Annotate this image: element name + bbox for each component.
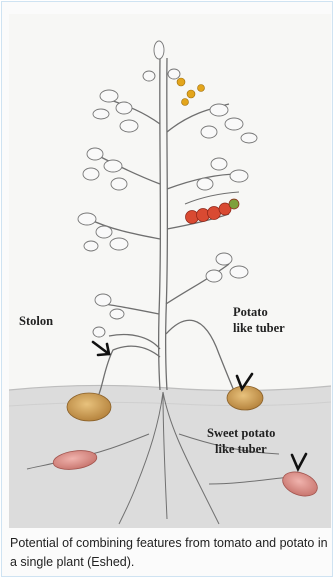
potato-tuber-left [67, 393, 111, 421]
label-stolon: Stolon [19, 314, 53, 328]
label-sweet-potato-line1: Sweet potato [207, 426, 275, 440]
label-sweet-potato-line2: like tuber [215, 442, 267, 456]
label-potato-line1: Potato [233, 305, 268, 319]
tomato-flowers [177, 78, 205, 106]
stolon-arrow-icon [93, 342, 109, 355]
plant-illustration: Stolon Potato like tuber Sweet potato li… [9, 14, 331, 528]
figure-caption: Potential of combining features from tom… [10, 534, 332, 572]
potato-tuber-right [227, 386, 263, 410]
tomato-fruits [185, 192, 239, 224]
label-potato-line2: like tuber [233, 321, 285, 335]
